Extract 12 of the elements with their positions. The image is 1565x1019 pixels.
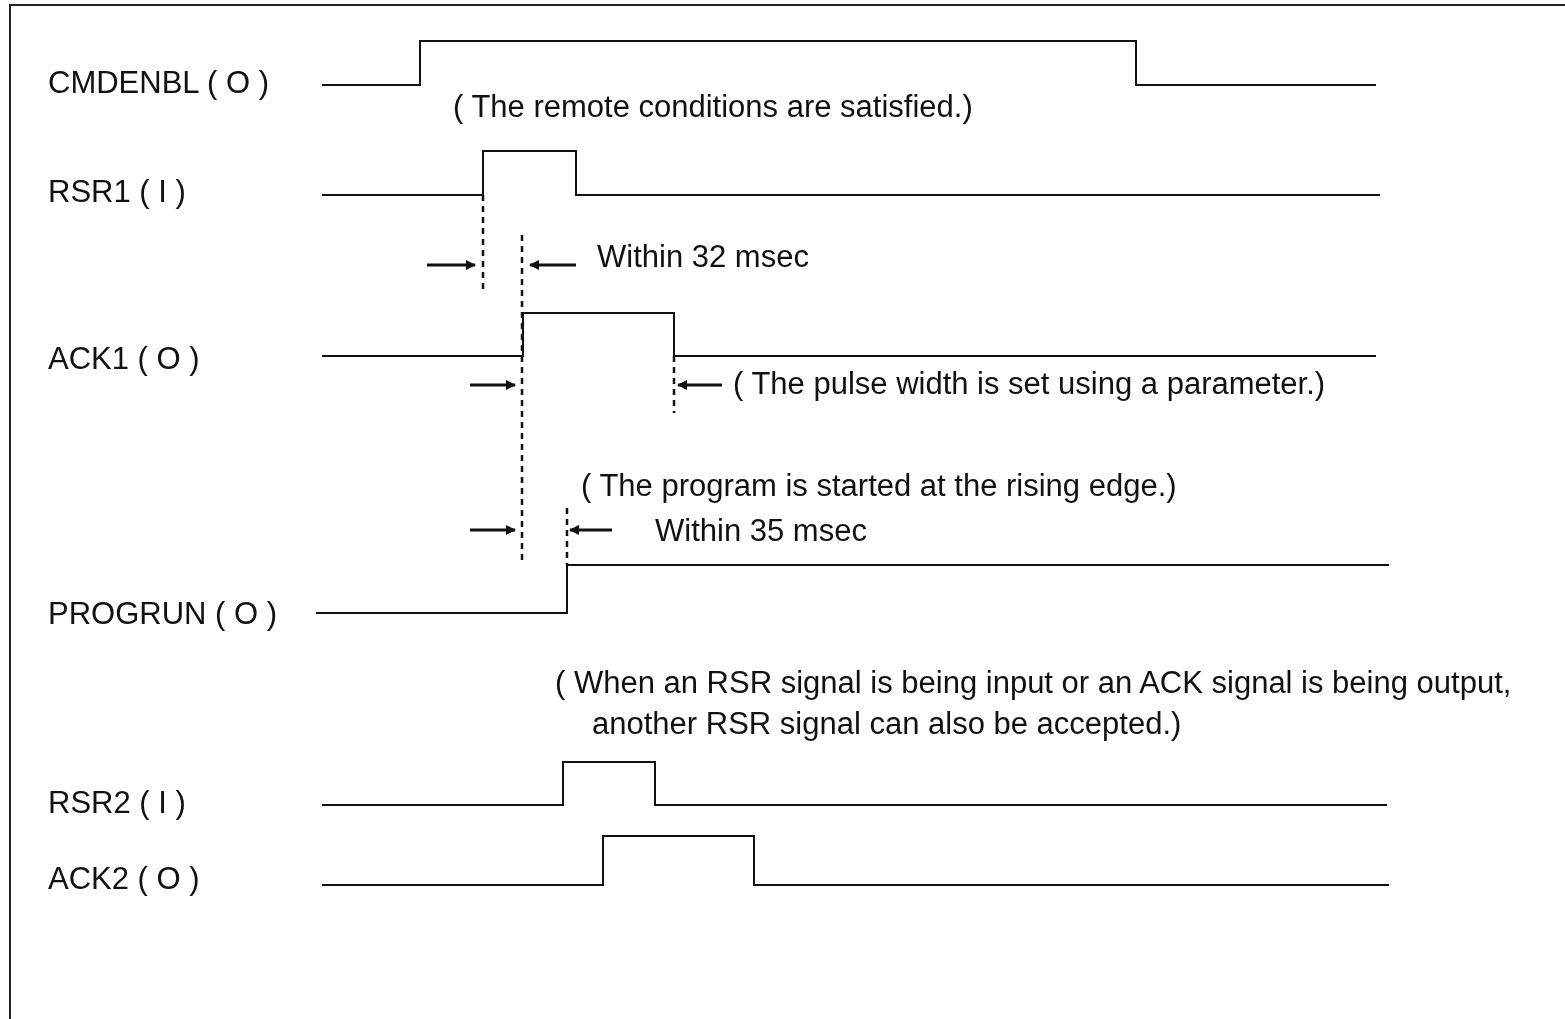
note: ( The pulse width is set using a parameter.): [733, 366, 1326, 402]
timing-note: Within 35 msec: [655, 513, 867, 549]
signal-name: ACK2 ( O ): [48, 861, 200, 897]
note: ( When an RSR signal is being input or an ACK signal is being output, another RSR signal can also be accepted.): [555, 664, 1513, 743]
note: ( The program is started at the rising edge.): [581, 468, 1177, 504]
note: ( The remote conditions are satisfied.): [453, 89, 973, 125]
signal-name: CMDENBL ( O ): [48, 65, 270, 101]
signal-name: ACK1 ( O ): [48, 341, 200, 377]
signal-name: RSR1 ( I ): [48, 174, 186, 210]
signal-name: RSR2 ( I ): [48, 785, 186, 821]
timing-note: Within 32 msec: [597, 239, 809, 275]
signal-name: PROGRUN ( O ): [48, 596, 278, 632]
